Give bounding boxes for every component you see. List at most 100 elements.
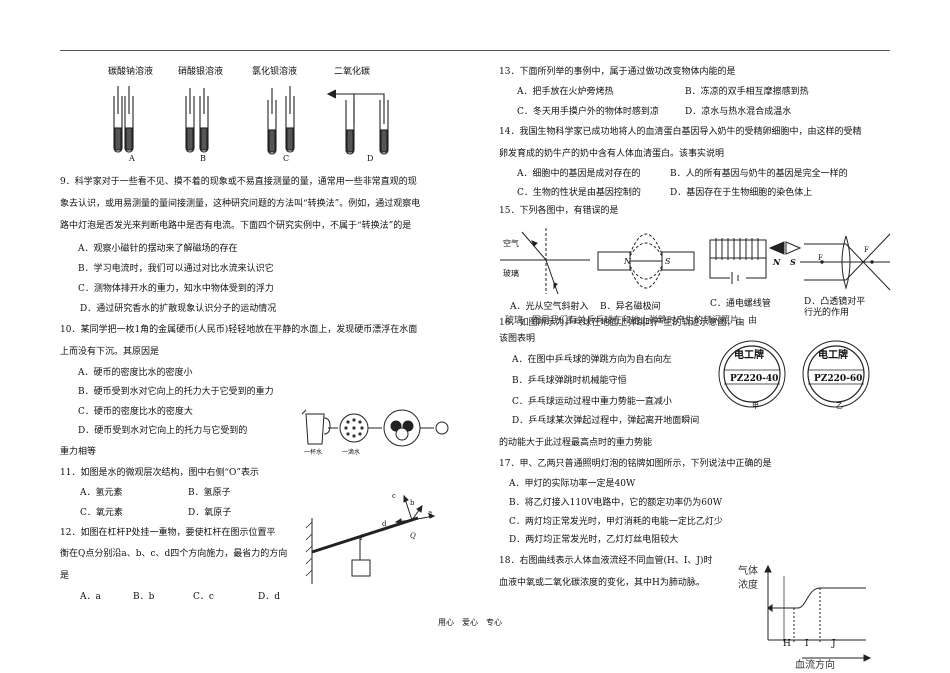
q12-stem-line-2: 衡在Q点分别沿a、b、c、d四个方向施力，最省力的方向	[60, 549, 288, 559]
q10-option-d-tail: 重力相等	[60, 447, 97, 457]
q15-figure-d-lens	[800, 232, 892, 292]
lever-label-c: c	[392, 492, 396, 500]
q16-option-d: D．乒乓球某次弹起过程中，弹起离开地面瞬间	[512, 416, 700, 426]
bulb-jia-spec: PZ220-40	[730, 374, 779, 384]
q15-caption-c: C．通电螺线管	[710, 299, 771, 309]
water-structure-figure	[298, 404, 458, 458]
q15-solenoid-s: S	[790, 257, 796, 267]
q16-option-d-tail: 的动能大于此过程最高点时的重力势能	[499, 438, 653, 448]
q13-option-d: D．凉水与热水混合成温水	[685, 107, 792, 117]
tube-letter-a: A	[129, 154, 135, 163]
q15-stem: 15．下列各图中，有错误的是	[499, 206, 619, 216]
graph-segment-j: J	[832, 639, 836, 649]
q17-option-b: B．将乙灯接入110V电路中，它的额定功率仍为60W	[509, 498, 722, 508]
q16-stem-overlap-2: 16．如图所示为乒乓球在地面上弹跳时产生的轨迹示意图，由	[499, 318, 745, 328]
tube-letter-d: D	[367, 154, 374, 163]
q16-stem-line-2: 该图表明	[499, 334, 536, 344]
q11-option-a: A．氢元素	[80, 488, 123, 498]
header-rule	[60, 50, 890, 51]
q9-option-c: C．测物体排开水的重力，知水中物体受到的浮力	[78, 284, 274, 294]
q9-stem-line-3: 路中灯泡是否发光来判断电路中是否有电流。下面四个研究实例中，不属于“转换法”的是	[60, 221, 412, 231]
tube-letter-c: C	[283, 154, 290, 163]
q15-caption-d: D．凸透镜对平	[804, 297, 866, 307]
blood-gas-graph	[762, 562, 874, 672]
q16-stem-overlap-1: 玻璃 图是我们有关乒乓球在和地上弹跳时产生的频闪照片。由	[505, 316, 758, 326]
q9-option-b: B．学习电流时，我们可以通过对比水流来认识它	[78, 264, 274, 274]
q14-stem-line-2: 卵发育成的奶牛产的奶中含有人体血清蛋白。该事实说明	[499, 149, 725, 159]
q13-option-c: C．冬天用手摸户外的物体时感到凉	[517, 107, 659, 117]
q9-stem-line-1: 9．科学家对于一些看不见、摸不着的现象或不易直接测量的量，通常用一些非常直观的现	[60, 177, 417, 187]
bulb-yi-brand: 电工牌	[818, 350, 848, 361]
q13-option-b: B．冻凉的双手相互摩擦感到热	[685, 87, 809, 97]
q15-label-glass: 玻璃	[503, 269, 519, 278]
q15-lens-f-left: F	[818, 254, 823, 262]
q12-option-a: A．a	[80, 592, 101, 602]
q11-option-d: D．氧原子	[188, 508, 232, 518]
graph-segment-h: H	[783, 639, 791, 649]
q12-stem-line-3: 是	[60, 571, 70, 581]
lever-label-d: d	[382, 520, 387, 528]
graph-xlabel: 血流方向	[795, 660, 835, 671]
q17-stem: 17．甲、乙两只普通照明灯泡的铭牌如图所示，下列说法中正确的是	[499, 459, 772, 469]
fig-label-cup: 一杯水	[304, 449, 323, 456]
q9-option-a: A．观察小磁针的摆动来了解磁场的存在	[78, 244, 238, 254]
lever-figure	[300, 488, 440, 584]
q15-caption-d-line2: 行光的作用	[804, 308, 850, 318]
lever-label-a: a	[428, 509, 433, 517]
lever-label-p: P	[360, 534, 365, 542]
lever-label-b: b	[410, 499, 415, 507]
q14-option-c: C．生物的性状是由基因控制的	[517, 188, 641, 198]
q10-stem-line-1: 10．某同学把一枚1角的金属硬币(人民币)轻轻地放在平静的水面上，发现硬币漂浮在…	[60, 325, 418, 335]
q15-figure-b-magnets	[596, 232, 696, 292]
q15-magnet-s: S	[665, 257, 671, 266]
test-tube-figure	[100, 84, 400, 168]
q18-stem-line-1: 18．右图曲线表示人体血液流经不同血管(H、I、J)时	[499, 556, 713, 566]
q15-magnet-n: N	[624, 257, 631, 266]
bulb-jia-name: 甲	[752, 402, 759, 410]
q10-option-a: A．硬币的密度比水的密度小	[78, 368, 193, 378]
q9-stem-line-2: 象去认识，或用易测量的量间接测量，这种研究问题的方法叫“转换法”。例如，通过观察…	[60, 199, 421, 209]
reagent-label-b: 硝酸银溶液	[178, 67, 224, 77]
q12-option-d: D．d	[258, 592, 280, 602]
q17-option-c: C．两灯均正常发光时，甲灯消耗的电能一定比乙灯少	[509, 517, 723, 527]
graph-ylabel-line-2: 浓度	[738, 580, 758, 591]
q15-caption-a: A．光从空气斜射入	[510, 302, 589, 312]
q10-stem-line-2: 上而没有下沉。其原因是	[60, 347, 160, 357]
q14-option-b: B．人的所有基因与奶牛的基因是完全一样的	[670, 169, 848, 179]
q14-stem-line-1: 14．我国生物科学家已成功地将人的血清蛋白基因导入奶牛的受精卵细胞中，由这样的受…	[499, 127, 862, 137]
bulb-yi-name: 乙	[836, 402, 843, 410]
q15-label-air: 空气	[503, 239, 519, 248]
q13-option-a: A．把手放在火炉旁烤热	[517, 87, 614, 97]
q10-option-d: D．硬币受到水对它向上的托力与它受到的	[78, 426, 248, 436]
q11-option-b: B．氢原子	[188, 488, 231, 498]
q9-option-d: D．通过研究香水的扩散现象认识分子的运动情况	[80, 304, 277, 314]
lever-label-q: Q	[410, 532, 416, 540]
graph-segment-i: I	[805, 639, 809, 649]
q15-figure-c-solenoid	[706, 234, 806, 290]
q16-option-b: B．乒乓球弹跳时机械能守恒	[512, 376, 627, 386]
reagent-label-c: 氯化钡溶液	[252, 67, 298, 77]
reagent-label-a: 碳酸钠溶液	[108, 67, 154, 77]
q14-option-a: A．细胞中的基因是成对存在的	[517, 169, 641, 179]
bulb-nameplate-jia	[716, 340, 788, 412]
bulb-jia-brand: 电工牌	[734, 350, 764, 361]
q12-option-c: C．c	[193, 592, 214, 602]
q16-option-c: C．乒乓球运动过程中重力势能一直减小	[512, 397, 672, 407]
q15-caption-b: B．异名磁极间	[600, 302, 661, 312]
q17-option-a: A．甲灯的实际功率一定是40W	[509, 479, 636, 489]
reagent-label-d: 二氧化碳	[334, 67, 371, 77]
q16-option-a: A．在图中乒乓球的弹跳方向为自右向左	[512, 355, 672, 365]
bulb-yi-spec: PZ220-60	[814, 374, 863, 384]
q11-option-c: C．氧元素	[80, 508, 123, 518]
q13-stem: 13．下面所列举的事例中，属于通过做功改变物体内能的是	[499, 67, 736, 77]
q15-lens-f-right: F	[864, 246, 869, 254]
q15-figure-a-refraction	[500, 228, 592, 298]
q11-stem: 11．如图是水的微观层次结构，图中右侧“O”表示	[60, 468, 260, 478]
q12-stem-line-1: 12．如图在杠杆P处挂一重物，要使杠杆在图示位置平	[60, 528, 276, 538]
q15-solenoid-n: N	[773, 257, 781, 267]
page-footer: 用心 爱心 专心	[438, 618, 502, 627]
graph-ylabel-line-1: 气体	[738, 566, 758, 577]
q18-stem-line-2: 血液中氧或二氧化碳浓度的变化，其中H为肺动脉。	[499, 578, 705, 588]
q10-option-b: B．硬币受到水对它向上的托力大于它受到的重力	[78, 387, 274, 397]
q10-option-c: C．硬币的密度比水的密度大	[78, 407, 193, 417]
